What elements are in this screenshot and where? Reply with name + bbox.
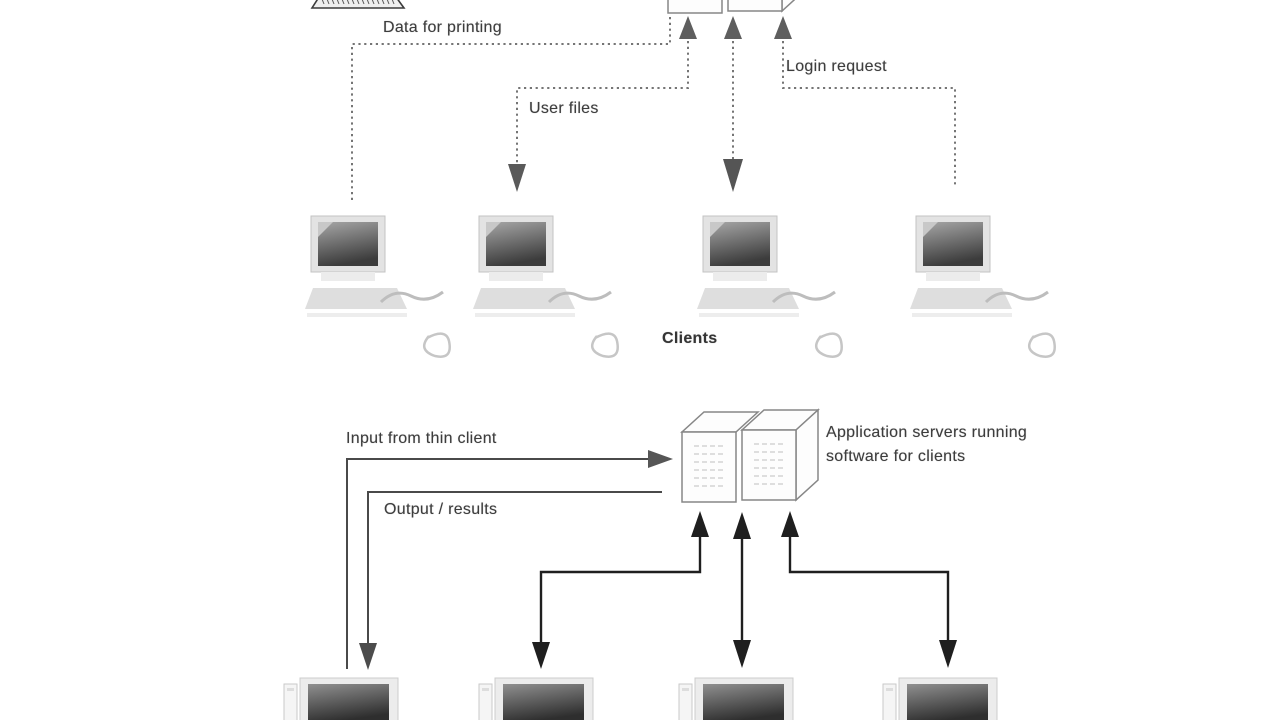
data-for-printing-connector <box>351 3 671 200</box>
data-for-printing-label: Data for printing <box>383 19 502 36</box>
server-stack-icon <box>658 0 828 20</box>
arrow-down-icon <box>508 164 526 192</box>
desktop-client-icon <box>473 215 679 366</box>
arrow-down-icon <box>939 640 957 668</box>
arrow-up-icon <box>724 16 742 39</box>
app-servers-label-line2: software for clients <box>826 448 966 465</box>
output-results-connector <box>367 491 662 644</box>
user-files-connector <box>516 41 689 165</box>
desktop-client-icon <box>910 215 1116 366</box>
input-from-thin-client-connector <box>346 458 648 669</box>
arrow-down-icon <box>359 643 377 670</box>
clients-label: Clients <box>662 330 718 347</box>
arrow-up-icon <box>679 16 697 39</box>
desktop-client-icon <box>697 215 903 366</box>
app-servers-label-line1: Application servers running <box>826 424 1028 441</box>
app-servers-label: Application servers running software for… <box>826 421 1027 469</box>
thinclient4-server-connector <box>788 535 950 642</box>
arrow-up-icon <box>774 16 792 39</box>
desktop-client-icon <box>305 215 511 366</box>
thin-client-icon <box>882 676 1000 720</box>
arrow-right-icon <box>648 450 673 468</box>
input-from-thin-client-label: Input from thin client <box>346 430 497 447</box>
printer-icon <box>308 0 408 12</box>
login-request-label: Login request <box>786 58 887 75</box>
login-request-connector <box>782 41 956 185</box>
thin-client-icon <box>283 676 401 720</box>
arrow-down-icon <box>733 640 751 668</box>
arrow-down-icon <box>532 642 550 669</box>
output-results-label: Output / results <box>384 501 498 518</box>
arrow-up-icon <box>733 512 751 539</box>
thinclient2-server-connector <box>539 535 702 644</box>
server-stack-icon <box>672 404 842 509</box>
arrow-down-icon <box>723 159 743 192</box>
thin-client-icon <box>478 676 596 720</box>
thin-client-icon <box>678 676 796 720</box>
user-files-label: User files <box>529 100 599 117</box>
arrow-up-icon <box>781 511 799 537</box>
arrow-up-icon <box>691 511 709 537</box>
